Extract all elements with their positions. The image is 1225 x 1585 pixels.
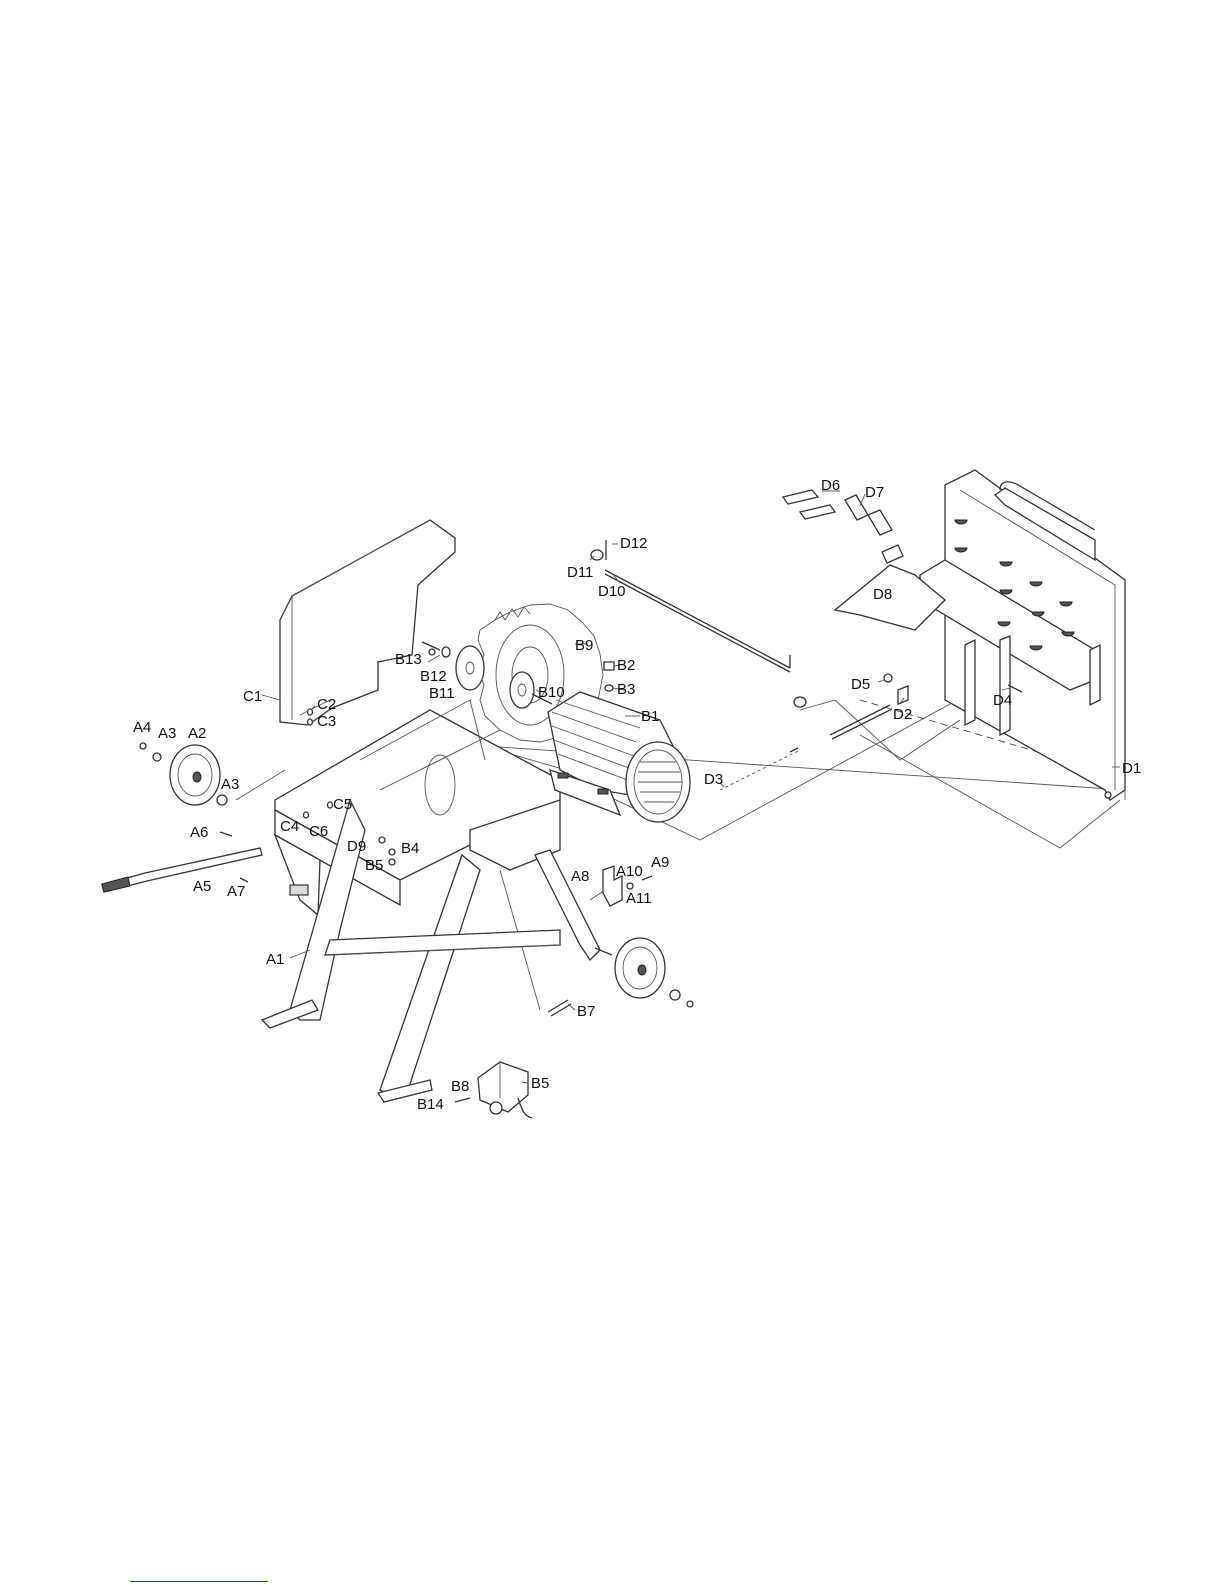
label-b10: B10 — [538, 684, 565, 701]
label-a6: A6 — [190, 824, 208, 841]
label-d7: D7 — [865, 484, 884, 501]
label-b9: B9 — [575, 637, 593, 654]
wheel-right — [595, 938, 693, 1007]
label-d11: D11 — [567, 564, 593, 581]
label-d3: D3 — [704, 771, 723, 788]
label-c3: C3 — [317, 713, 336, 730]
label-a3-bottom: A3 — [221, 776, 239, 793]
wedges-d6-d7 — [783, 490, 903, 563]
label-d2: D2 — [893, 706, 912, 723]
label-a7: A7 — [227, 883, 245, 900]
label-d10: D10 — [598, 583, 626, 600]
label-b12: B12 — [420, 668, 447, 685]
label-b1: B1 — [641, 708, 659, 725]
label-d8: D8 — [873, 586, 892, 603]
label-a2: A2 — [188, 725, 206, 742]
label-a11: A11 — [626, 890, 652, 907]
label-d9: D9 — [347, 838, 366, 855]
label-d5: D5 — [851, 676, 870, 693]
motor-b1 — [548, 692, 690, 822]
label-b7: B7 — [577, 1003, 595, 1020]
label-a9: A9 — [651, 854, 669, 871]
label-d12: D12 — [620, 535, 648, 552]
label-a3-top: A3 — [158, 725, 176, 742]
label-a4: A4 — [133, 719, 151, 736]
label-b4: B4 — [401, 840, 419, 857]
label-b2: B2 — [617, 657, 635, 674]
label-c6: C6 — [309, 823, 328, 840]
label-a5: A5 — [193, 878, 211, 895]
label-c4: C4 — [280, 818, 299, 835]
label-b8: B8 — [451, 1078, 469, 1095]
label-c1: C1 — [243, 688, 262, 705]
label-b3: B3 — [617, 681, 635, 698]
label-b14: B14 — [417, 1096, 444, 1113]
bolt-b7 — [548, 1000, 571, 1016]
label-a8: A8 — [571, 868, 589, 885]
label-d4: D4 — [993, 692, 1012, 709]
label-a1: A1 — [266, 951, 284, 968]
label-a10: A10 — [616, 863, 643, 880]
spring-d3 — [720, 748, 800, 790]
table-frame — [262, 700, 600, 1102]
label-c5: C5 — [333, 796, 352, 813]
label-c2: C2 — [317, 696, 336, 713]
bolt-b2-b3 — [604, 662, 614, 691]
label-d1: D1 — [1122, 760, 1141, 777]
label-b11: B11 — [429, 685, 455, 702]
label-b5-bottom: B5 — [531, 1075, 549, 1092]
label-d6: D6 — [821, 477, 840, 494]
label-b13: B13 — [395, 651, 422, 668]
label-b5-top: B5 — [365, 857, 383, 874]
wheel-a2 — [140, 743, 227, 805]
footer-rule — [130, 1581, 268, 1582]
